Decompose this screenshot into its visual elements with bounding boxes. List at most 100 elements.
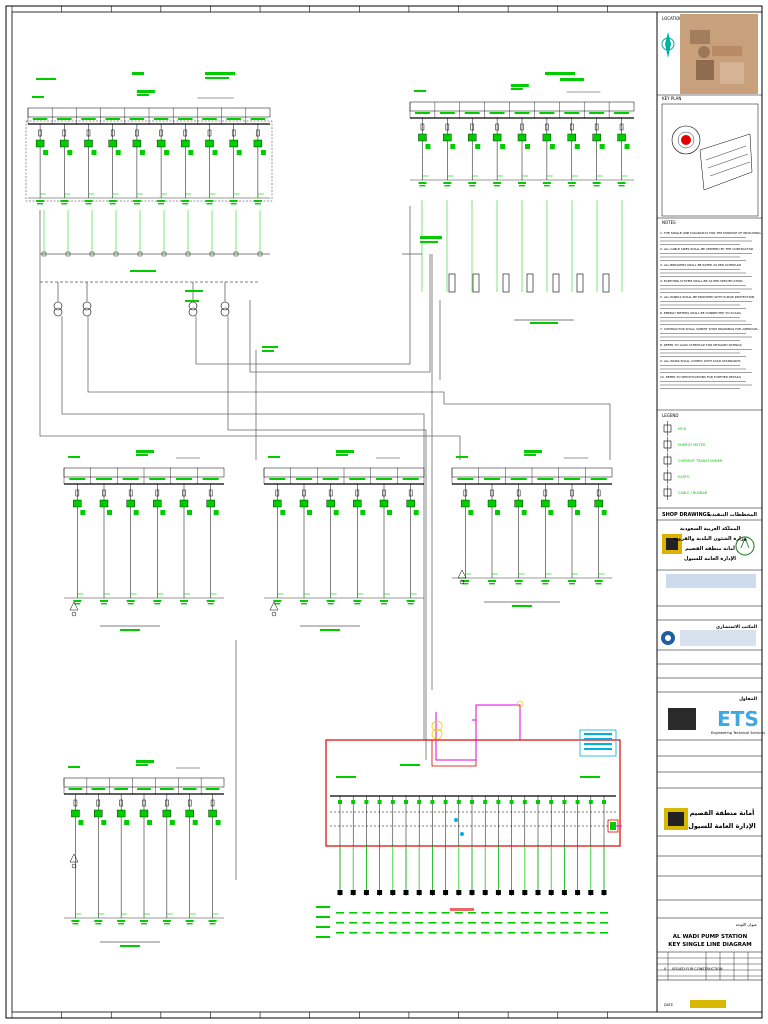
feeder-circuit bbox=[73, 484, 86, 605]
contractor-logo: ETS Engineering Technical Services bbox=[668, 707, 765, 735]
meter-icon bbox=[73, 499, 82, 508]
feeder-circuit bbox=[162, 794, 175, 925]
meter-icon bbox=[326, 499, 335, 508]
load-terminal bbox=[561, 890, 567, 895]
key-plan-drawing bbox=[661, 103, 759, 217]
feeder-circuit bbox=[84, 124, 97, 205]
feeder-circuit bbox=[273, 484, 286, 605]
load-terminal bbox=[535, 890, 541, 895]
title-block: LOCATION KEY PLAN NOTES 1. THE SINGLE LI… bbox=[656, 11, 765, 1013]
breaker-icon bbox=[516, 489, 521, 497]
relay-icon bbox=[188, 150, 194, 155]
relay-icon bbox=[67, 150, 73, 155]
feeder-circuit bbox=[229, 124, 242, 205]
load-terminal bbox=[469, 890, 475, 895]
feeder-circuit bbox=[99, 484, 112, 605]
breaker-icon bbox=[302, 489, 306, 497]
breaker-icon bbox=[183, 129, 188, 137]
feeder-circuit bbox=[567, 484, 580, 585]
transformer-icon bbox=[188, 282, 198, 317]
meter-icon bbox=[461, 499, 470, 508]
note-item: 7. CONTRACTOR SHALL SUBMIT SHOP DRAWINGS… bbox=[660, 327, 758, 331]
feeder-circuit bbox=[542, 118, 555, 187]
breaker-icon bbox=[159, 129, 163, 137]
feeder-circuit bbox=[617, 118, 630, 187]
key-plan-label: KEY PLAN bbox=[662, 96, 681, 101]
revision-note: ISSUED FOR CONSTRUCTION bbox=[672, 967, 723, 971]
load-terminal bbox=[456, 890, 462, 895]
relay-icon bbox=[187, 510, 192, 515]
interconnect-cable bbox=[249, 254, 431, 373]
relay-icon bbox=[413, 510, 419, 515]
load-terminal bbox=[416, 890, 422, 895]
breaker-icon bbox=[86, 129, 91, 137]
meter-icon bbox=[418, 133, 427, 142]
owner-ar-2: الإدارة العامة للسيول bbox=[688, 822, 756, 830]
drawing-area bbox=[25, 72, 635, 947]
relay-icon bbox=[468, 510, 474, 515]
breaker-icon bbox=[256, 129, 260, 137]
north-arrow-icon bbox=[661, 32, 675, 58]
shop-drawings-title: SHOP DRAWINGS bbox=[662, 512, 711, 518]
breaker-icon bbox=[208, 489, 213, 497]
distribution-board-2 bbox=[263, 450, 425, 605]
breaker-icon bbox=[187, 799, 192, 807]
note-item: 1. THE SINGLE LINE DIAGRAM IS FOR THE PU… bbox=[660, 231, 761, 235]
meter-icon bbox=[594, 499, 603, 508]
breaker-icon bbox=[62, 129, 67, 137]
breaker-icon bbox=[96, 799, 101, 807]
meter-icon bbox=[153, 499, 162, 508]
notes-list: 1. THE SINGLE LINE DIAGRAM IS FOR THE PU… bbox=[660, 231, 761, 389]
motor-starter-icon bbox=[552, 273, 560, 293]
feeder-circuit bbox=[492, 118, 506, 187]
breaker-icon bbox=[543, 489, 548, 497]
load-terminal bbox=[495, 890, 501, 895]
breaker-icon bbox=[594, 123, 599, 131]
breaker-icon bbox=[128, 489, 133, 497]
meter-icon bbox=[205, 139, 214, 148]
main-lv-switchboard-1 bbox=[25, 90, 273, 205]
breaker-icon bbox=[165, 799, 169, 807]
feeder-circuit bbox=[541, 484, 554, 585]
shop-drawings-title-ar: المخططات التنفيذية bbox=[707, 512, 757, 518]
relay-icon bbox=[601, 510, 607, 515]
legend-item-label: ENERGY METER bbox=[678, 443, 706, 447]
drawing-title-label: عنوان اللوحة bbox=[736, 922, 757, 927]
meter-icon bbox=[542, 133, 552, 142]
feeder-circuit bbox=[116, 794, 130, 925]
revision-rev: 0 bbox=[664, 967, 666, 971]
load-terminal bbox=[548, 890, 554, 895]
relay-icon bbox=[43, 150, 49, 155]
load-terminal bbox=[522, 890, 528, 895]
indication-block bbox=[579, 729, 617, 757]
feeder-circuit bbox=[299, 484, 312, 605]
interconnect-cable bbox=[87, 316, 611, 460]
relay-icon bbox=[525, 144, 530, 149]
motor-starter-icon bbox=[472, 273, 480, 293]
note-item: 5. ALL PANELS SHALL BE PROVIDED WITH SUR… bbox=[660, 295, 754, 299]
feeder-circuit bbox=[156, 124, 170, 205]
relay-icon bbox=[91, 150, 97, 155]
load-terminal bbox=[601, 890, 607, 895]
relay-icon bbox=[101, 820, 107, 825]
relay-icon bbox=[307, 510, 312, 515]
relay-icon bbox=[212, 150, 218, 155]
legend-label: LEGEND bbox=[662, 413, 678, 418]
date-label: DATE bbox=[664, 1003, 673, 1007]
drawing-title-line-1: AL WADI PUMP STATION bbox=[673, 934, 748, 940]
breaker-icon bbox=[155, 489, 160, 497]
incoming-transformer-icon bbox=[431, 720, 443, 740]
relay-icon bbox=[236, 150, 242, 155]
load-terminal bbox=[390, 890, 396, 895]
feeder-circuit bbox=[592, 118, 605, 187]
legend-item-label: CABLE / BUSBAR bbox=[678, 491, 708, 495]
main-mcc-panel bbox=[316, 700, 622, 938]
meter-icon bbox=[162, 809, 172, 818]
meter-icon bbox=[71, 809, 80, 818]
interconnect-cable bbox=[195, 206, 411, 365]
relay-icon bbox=[115, 150, 121, 155]
feeder-circuit bbox=[132, 124, 145, 205]
breaker-icon bbox=[570, 489, 574, 497]
